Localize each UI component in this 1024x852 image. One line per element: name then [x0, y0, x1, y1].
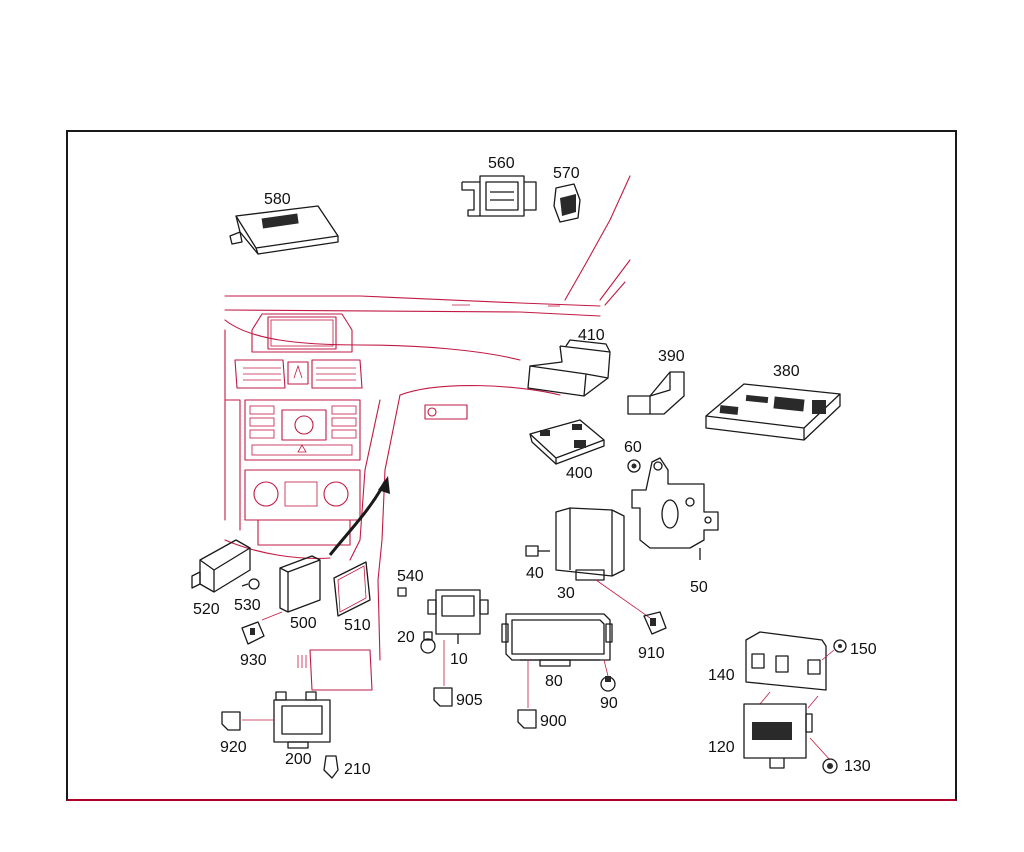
- part-510: 510: [333, 561, 371, 634]
- label-570: 570: [553, 165, 580, 182]
- label-50: 50: [690, 579, 708, 596]
- dashboard-illustration: [224, 175, 631, 691]
- part-50: 50: [631, 457, 719, 596]
- label-520: 520: [193, 601, 220, 618]
- label-200: 200: [285, 751, 312, 768]
- diagram-frame: [66, 130, 957, 801]
- label-500: 500: [290, 615, 317, 632]
- part-60: 60: [624, 439, 642, 473]
- label-580: 580: [264, 191, 291, 208]
- part-400: 400: [529, 419, 605, 482]
- label-910: 910: [638, 645, 665, 662]
- part-920: 920: [220, 711, 274, 756]
- label-905: 905: [456, 692, 483, 709]
- part-410: 410: [527, 327, 611, 397]
- part-500: 500: [279, 555, 321, 632]
- part-390: 390: [627, 348, 685, 415]
- part-40: 40: [525, 545, 550, 582]
- part-210: 210: [323, 755, 371, 779]
- part-120: 120: [708, 691, 819, 769]
- part-140: 140: [708, 631, 835, 691]
- label-530: 530: [234, 597, 261, 614]
- label-380: 380: [773, 363, 800, 380]
- label-40: 40: [526, 565, 544, 582]
- part-580: 580: [229, 191, 339, 255]
- label-20: 20: [397, 629, 415, 646]
- label-130: 130: [844, 758, 871, 775]
- part-80: 80: [501, 613, 613, 690]
- part-530: 530: [234, 578, 261, 614]
- part-910: 910: [595, 579, 667, 662]
- part-905: 905: [433, 640, 483, 709]
- label-510: 510: [344, 617, 371, 634]
- part-200: 200: [273, 691, 331, 768]
- part-570: 570: [553, 165, 581, 223]
- label-140: 140: [708, 667, 735, 684]
- part-90: 90: [600, 659, 618, 712]
- label-900: 900: [540, 713, 567, 730]
- part-520: 520: [191, 539, 251, 618]
- label-90: 90: [600, 695, 618, 712]
- label-930: 930: [240, 652, 267, 669]
- label-10: 10: [450, 651, 468, 668]
- part-900: 900: [517, 660, 567, 730]
- part-540: 540: [397, 568, 424, 597]
- part-560: 560: [461, 155, 537, 217]
- label-400: 400: [566, 465, 593, 482]
- label-30: 30: [557, 585, 575, 602]
- label-410: 410: [578, 327, 605, 344]
- part-930: 930: [240, 611, 283, 669]
- label-150: 150: [850, 641, 877, 658]
- part-10: 10: [427, 589, 489, 668]
- label-390: 390: [658, 348, 685, 365]
- part-130: 130: [809, 737, 871, 775]
- label-540: 540: [397, 568, 424, 585]
- part-20: 20: [397, 629, 436, 654]
- label-60: 60: [624, 439, 642, 456]
- part-150: 150: [833, 639, 877, 658]
- label-560: 560: [488, 155, 515, 172]
- label-120: 120: [708, 739, 735, 756]
- label-80: 80: [545, 673, 563, 690]
- label-210: 210: [344, 761, 371, 778]
- part-380: 380: [705, 363, 841, 441]
- part-30: 30: [555, 507, 625, 602]
- label-920: 920: [220, 739, 247, 756]
